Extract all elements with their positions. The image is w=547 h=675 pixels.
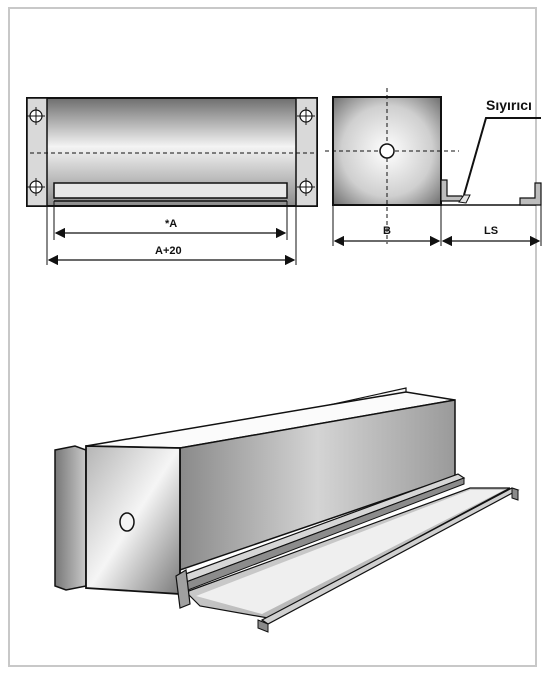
- bolt-hole-icon: [297, 178, 315, 196]
- front-view: *A A+20: [26, 97, 318, 266]
- isometric-view: [54, 387, 520, 633]
- scraper-leader-line: [463, 117, 541, 196]
- side-view: Sıyırıcı B LS: [325, 88, 542, 247]
- dimension-b-label: B: [383, 225, 391, 237]
- bolt-hole-icon: [27, 178, 45, 196]
- dimension-a-label: *A: [165, 218, 177, 230]
- bolt-hole-icon: [297, 107, 315, 125]
- bolt-hole-icon: [27, 107, 45, 125]
- scraper-label: Sıyırıcı: [486, 97, 532, 113]
- dimension-ls-label: LS: [484, 225, 498, 237]
- axle-hole-icon: [379, 143, 395, 159]
- tray-end-profile: [519, 182, 542, 206]
- axle-hole-icon: [119, 512, 135, 532]
- scraper-profile: [440, 179, 465, 202]
- dimension-a20-label: A+20: [155, 245, 182, 257]
